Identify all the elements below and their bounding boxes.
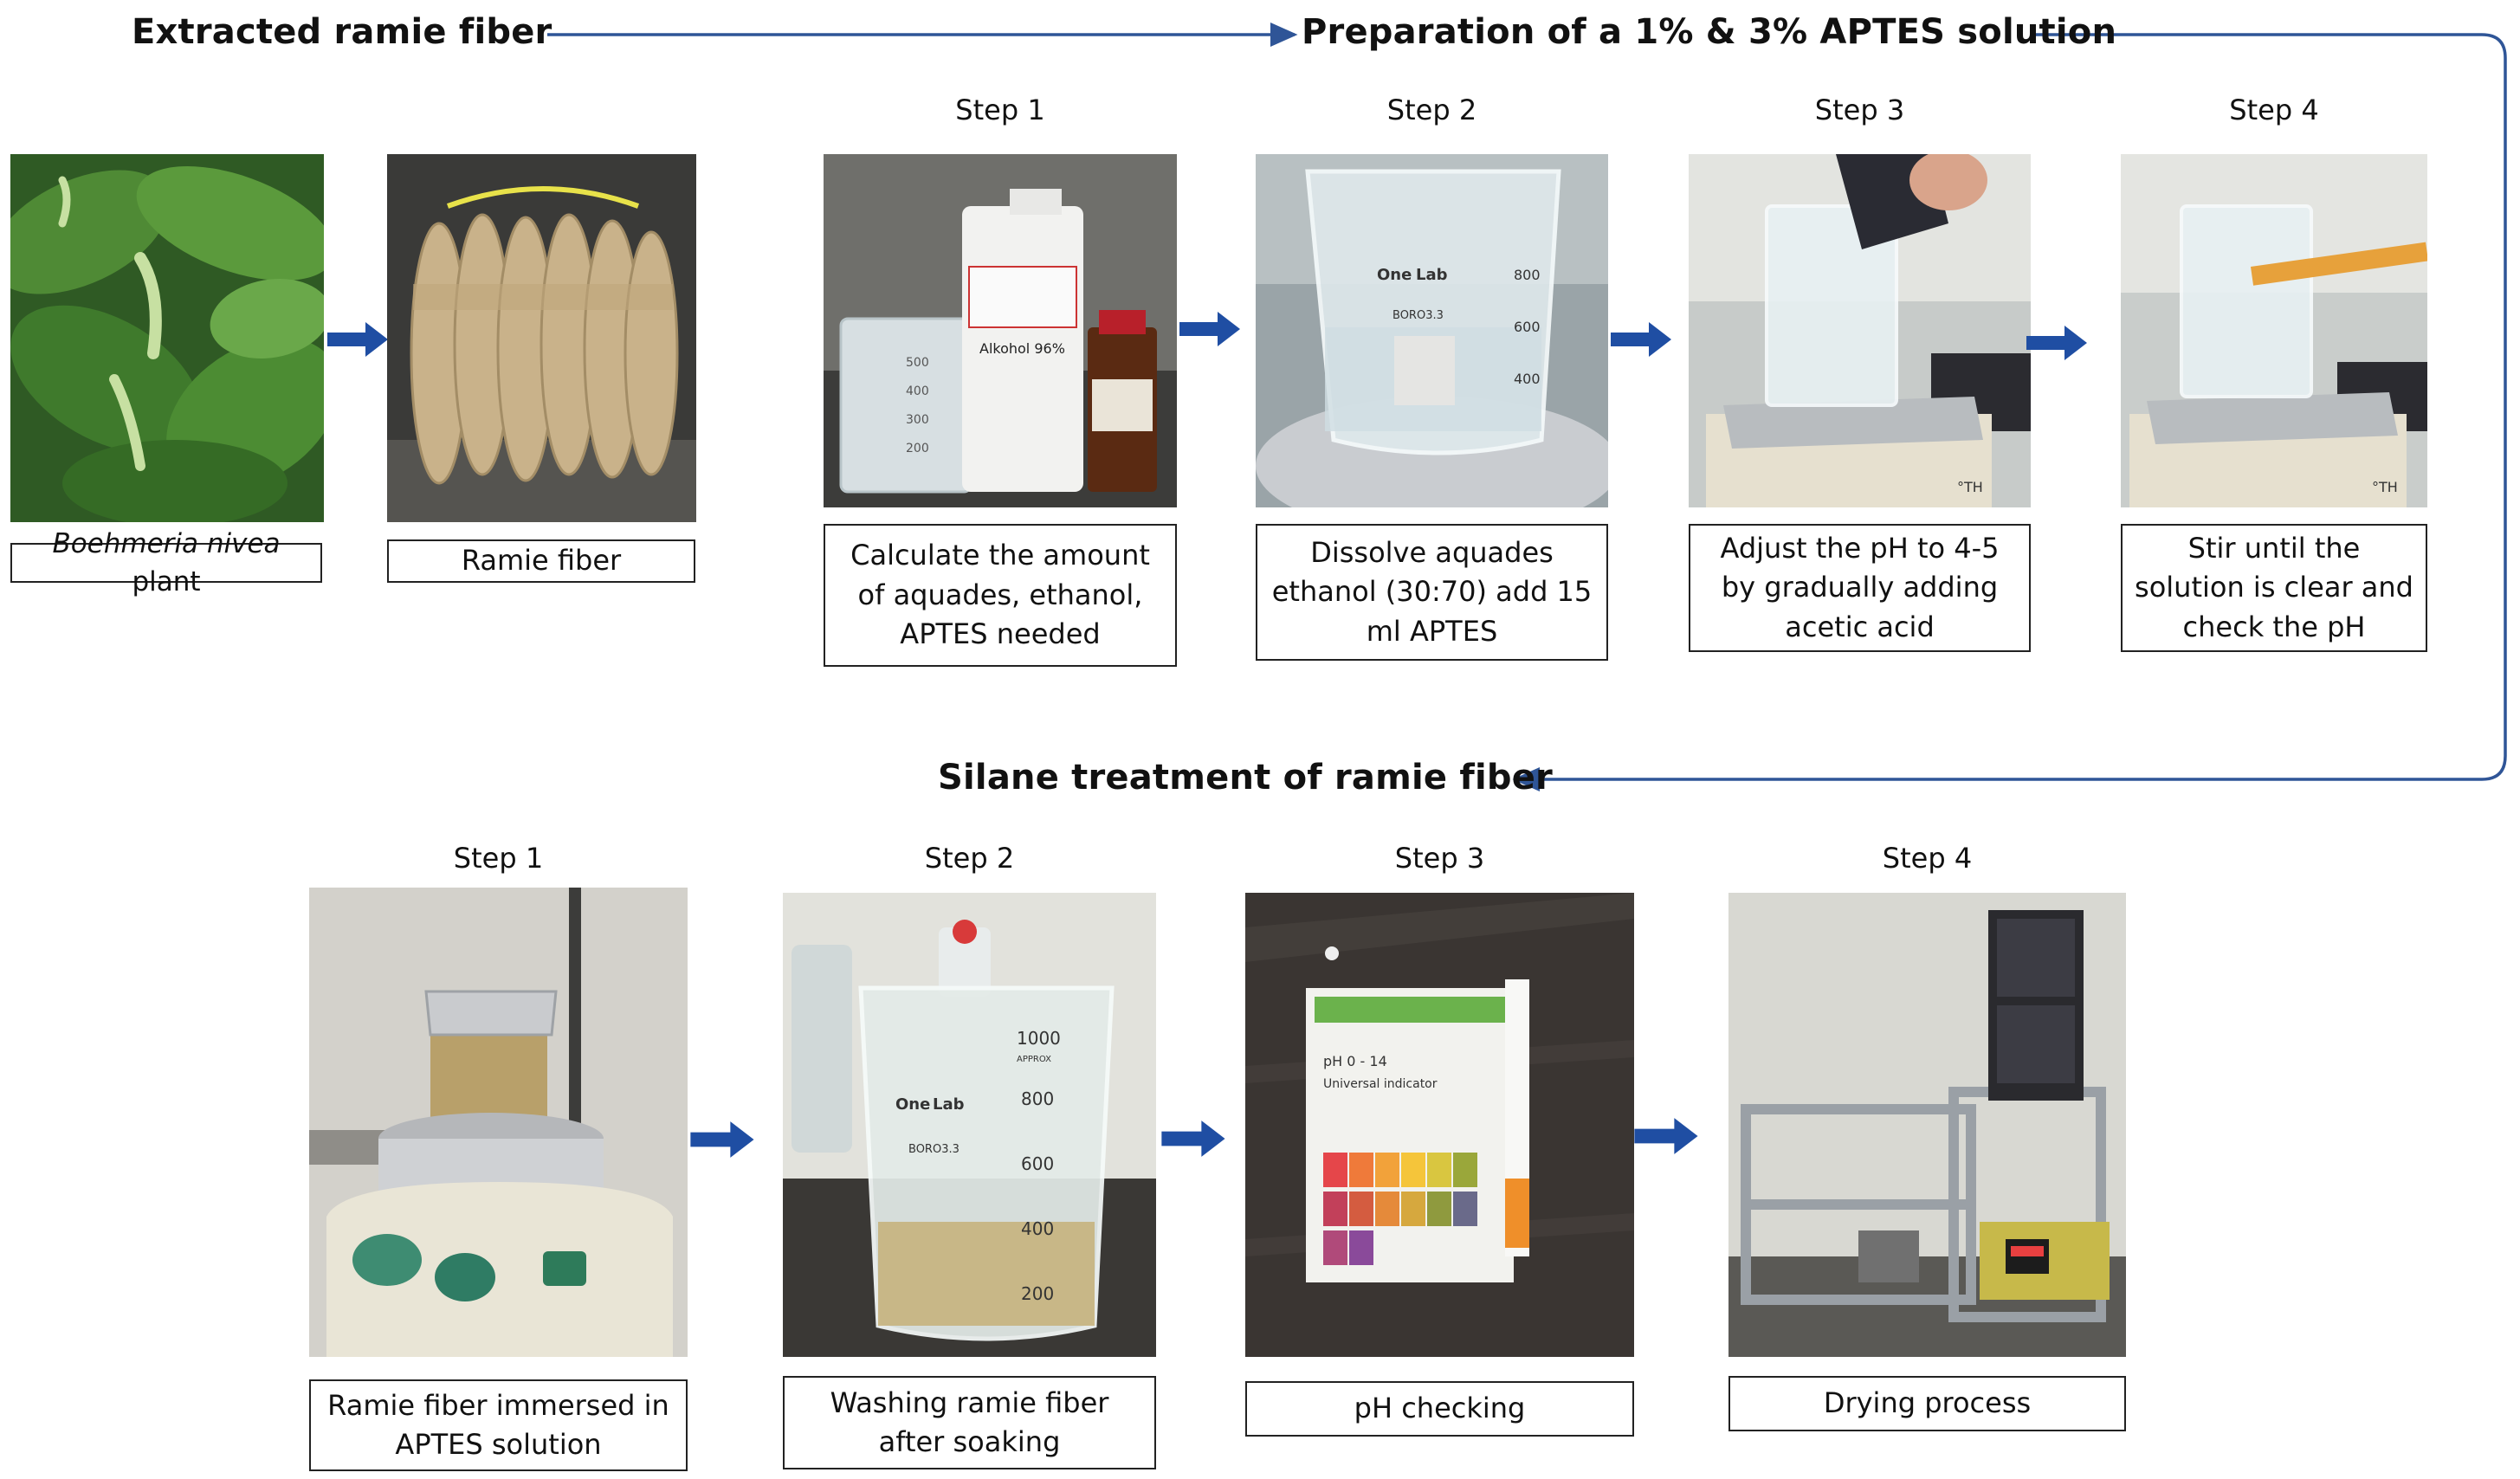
prep-step-1-label: Step 1 (955, 94, 1045, 126)
universal-indicator-label: Universal indicator (1323, 1077, 1438, 1091)
ph-range-label: pH 0 - 14 (1323, 1053, 1387, 1069)
right-arrow-icon (327, 322, 388, 357)
flow-line-preparation-to-silane (1512, 33, 2507, 791)
prep-step-4-label: Step 4 (2229, 94, 2319, 126)
right-arrow-icon (1611, 322, 1671, 357)
prep-step-3-label: Step 3 (1814, 94, 1905, 126)
beaker-mark-200: 200 (1021, 1283, 1054, 1304)
silane-step-3-label: Step 3 (1394, 842, 1485, 875)
beaker-mark-300: 300 (906, 413, 929, 427)
beaker-mark-600: 600 (1021, 1153, 1054, 1174)
silane-step-1-label: Step 1 (453, 842, 544, 875)
plant-species-name: Boehmeria nivea (52, 527, 281, 559)
prep-step-3-caption: Adjust the pH to 4-5 by gradually adding… (1689, 524, 2031, 652)
right-arrow-icon (1179, 312, 1240, 346)
ph-color-chart (1323, 1153, 1477, 1265)
silane-step-1-caption: Ramie fiber immersed in APTES solution (309, 1379, 688, 1471)
silane-step-2-photo: 1000 APPROX 800 600 400 200 One Lab BORO… (783, 893, 1156, 1357)
beaker-mark-400: 400 (1514, 371, 1541, 387)
right-arrow-icon (2026, 326, 2087, 360)
beaker-mark-600: 600 (1514, 319, 1541, 335)
beaker-glass-type: BORO3.3 (908, 1143, 960, 1156)
beaker-approx-mark: APPROX (1017, 1055, 1051, 1064)
prep-step-3-photo: °TH (1689, 154, 2031, 507)
ramie-fiber-photo (387, 154, 696, 522)
prep-step-2-caption: Dissolve aquades ethanol (30:70) add 15 … (1256, 524, 1608, 661)
silane-step-2-label: Step 2 (924, 842, 1015, 875)
beaker-brand-one: One (895, 1095, 930, 1114)
silane-step-4-photo (1728, 893, 2126, 1357)
prep-step-4-photo: °TH (2121, 154, 2427, 507)
bottle-label-alkohol: Alkohol 96% (979, 340, 1065, 357)
right-arrow-icon (1634, 1118, 1698, 1154)
ramie-plant-photo (10, 154, 324, 522)
plant-caption: Boehmeria nivea plant (10, 528, 322, 597)
beaker-mark-800: 800 (1514, 267, 1541, 283)
beaker-mark-1000: 1000 (1017, 1028, 1061, 1049)
right-arrow-icon (690, 1121, 754, 1158)
silane-step-4-caption: Drying process (1728, 1376, 2126, 1431)
heading-silane-treatment: Silane treatment of ramie fiber (938, 758, 1553, 798)
plant-caption-suffix: plant (132, 566, 201, 597)
beaker-mark-400: 400 (906, 384, 929, 398)
heading-preparation-aptes-solution: Preparation of a 1% & 3% APTES solution (1302, 12, 2117, 52)
beaker-mark-800: 800 (1021, 1088, 1054, 1109)
prep-step-1-caption: Calculate the amount of aquades, ethanol… (824, 524, 1177, 667)
silane-step-3-photo: pH 0 - 14 Universal indicator (1245, 893, 1634, 1357)
beaker-brand-one: One (1377, 266, 1412, 284)
silane-step-2-caption: Washing ramie fiber after soaking (783, 1376, 1156, 1469)
beaker-brand-lab: Lab (1416, 266, 1448, 284)
prep-step-4-caption: Stir until the solution is clear and che… (2121, 524, 2427, 652)
beaker-brand-lab: Lab (933, 1095, 965, 1114)
stirrer-label: °TH (2372, 479, 2398, 495)
beaker-mark-200: 200 (906, 442, 929, 455)
beaker-glass-type: BORO3.3 (1392, 309, 1444, 322)
beaker-mark-500: 500 (906, 356, 929, 370)
silane-step-3-caption: pH checking (1245, 1381, 1634, 1437)
prep-step-2-photo: One Lab BORO3.3 800 600 400 (1256, 154, 1608, 507)
stirrer-label: °TH (1957, 479, 1983, 495)
fiber-caption: Ramie fiber (387, 539, 695, 583)
silane-step-1-photo (309, 888, 688, 1357)
prep-step-2-label: Step 2 (1386, 94, 1477, 126)
beaker-mark-400: 400 (1021, 1218, 1054, 1239)
right-arrow-icon (1161, 1121, 1225, 1157)
prep-step-1-photo: 500 400 300 200 Alkohol 96% (824, 154, 1177, 507)
silane-step-4-label: Step 4 (1882, 842, 1973, 875)
heading-extracted-ramie-fiber: Extracted ramie fiber (132, 12, 552, 52)
